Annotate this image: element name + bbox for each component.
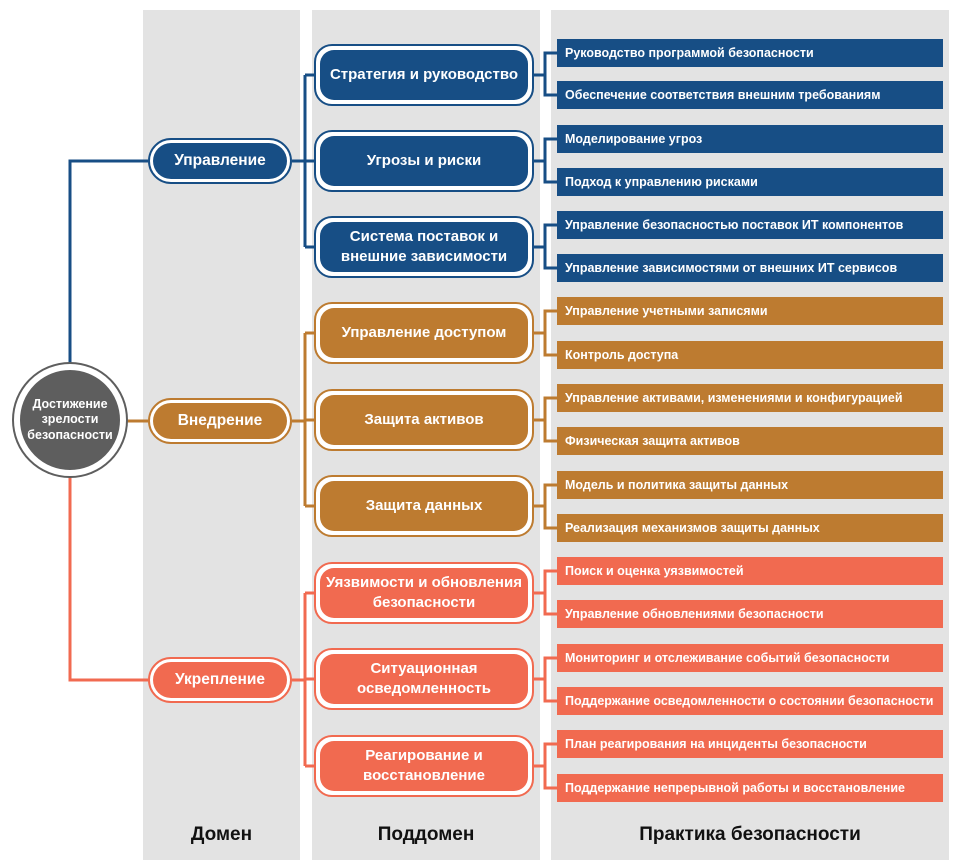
subdomain-node: Защита данных bbox=[314, 475, 534, 537]
practice-item: Управление учетными записями bbox=[557, 297, 943, 325]
domain-node: Управление bbox=[148, 138, 292, 184]
subdomain-column-label: Поддомен bbox=[377, 824, 475, 845]
practice-connector bbox=[534, 51, 557, 77]
practice-connector bbox=[534, 742, 557, 768]
subdomain-node: Система поставок и внешние зависимости bbox=[314, 216, 534, 278]
practice-item: Физическая защита активов bbox=[557, 427, 943, 455]
subdomain-label: Ситуационная осведомленность bbox=[320, 654, 528, 704]
subdomain-node: Ситуационная осведомленность bbox=[314, 648, 534, 710]
practice-item: Контроль доступа bbox=[557, 341, 943, 369]
practice-connector bbox=[534, 504, 557, 530]
subdomain-node: Управление доступом bbox=[314, 302, 534, 364]
practice-item: Управление обновлениями безопасности bbox=[557, 600, 943, 628]
practice-connector bbox=[534, 569, 557, 595]
subdomain-node: Угрозы и риски bbox=[314, 130, 534, 192]
practice-item: Поиск и оценка уязвимостей bbox=[557, 557, 943, 585]
practice-item: Управление активами, изменениями и конфи… bbox=[557, 384, 943, 412]
practice-connector bbox=[534, 309, 557, 335]
domain-label: Управление bbox=[153, 143, 287, 179]
practice-item: Поддержание непрерывной работы и восстан… bbox=[557, 774, 943, 802]
subdomain-label: Реагирование и восстановление bbox=[320, 741, 528, 791]
subdomain-label: Защита активов bbox=[320, 395, 528, 445]
subdomain-label: Угрозы и риски bbox=[320, 136, 528, 186]
subdomain-label: Защита данных bbox=[320, 481, 528, 531]
practice-connector bbox=[534, 591, 557, 616]
practice-connector bbox=[534, 418, 557, 443]
practice-item: Моделирование угроз bbox=[557, 125, 943, 153]
practice-column-label: Практика безопасности bbox=[639, 824, 861, 845]
practice-item: Управление зависимостями от внешних ИТ с… bbox=[557, 254, 943, 282]
practice-connector bbox=[534, 159, 557, 184]
practice-item: План реагирования на инциденты безопасно… bbox=[557, 730, 943, 758]
subdomain-node: Уязвимости и обновления безопасности bbox=[314, 562, 534, 624]
practice-item: Подход к управлению рисками bbox=[557, 168, 943, 196]
root-node: Достижение зрелости безопасности bbox=[14, 364, 126, 476]
practice-item: Модель и политика защиты данных bbox=[557, 471, 943, 499]
domain-label: Укрепление bbox=[153, 662, 287, 698]
practice-connector bbox=[534, 223, 557, 249]
practice-connector bbox=[534, 245, 557, 270]
subdomain-node: Защита активов bbox=[314, 389, 534, 451]
root-connector-0 bbox=[68, 159, 148, 364]
subdomain-node: Стратегия и руководство bbox=[314, 44, 534, 106]
subdomain-node: Реагирование и восстановление bbox=[314, 735, 534, 797]
practice-connector bbox=[534, 396, 557, 422]
practice-item: Управление безопасностью поставок ИТ ком… bbox=[557, 211, 943, 239]
practice-item: Поддержание осведомленности о состоянии … bbox=[557, 687, 943, 715]
domain-label: Внедрение bbox=[153, 403, 287, 439]
root-connector-2 bbox=[68, 476, 148, 682]
practice-item: Реализация механизмов защиты данных bbox=[557, 514, 943, 542]
practice-connector bbox=[534, 137, 557, 163]
practice-item: Мониторинг и отслеживание событий безопа… bbox=[557, 644, 943, 672]
subdomain-label: Система поставок и внешние зависимости bbox=[320, 222, 528, 272]
practice-connector bbox=[534, 764, 557, 790]
subdomain-label: Стратегия и руководство bbox=[320, 50, 528, 100]
practice-connector bbox=[534, 677, 557, 703]
practice-connector bbox=[534, 483, 557, 508]
subdomain-label: Уязвимости и обновления безопасности bbox=[320, 568, 528, 618]
practice-item: Обеспечение соответствия внешним требова… bbox=[557, 81, 943, 109]
domain-column-label: Домен bbox=[190, 824, 253, 845]
subdomain-label: Управление доступом bbox=[320, 308, 528, 358]
root-label: Достижение зрелости безопасности bbox=[27, 396, 113, 442]
domain-node: Укрепление bbox=[148, 657, 292, 703]
practice-connector bbox=[534, 656, 557, 681]
practice-item: Руководство программой безопасности bbox=[557, 39, 943, 67]
practice-connector bbox=[534, 331, 557, 357]
domain-node: Внедрение bbox=[148, 398, 292, 444]
practice-connector bbox=[534, 73, 557, 97]
